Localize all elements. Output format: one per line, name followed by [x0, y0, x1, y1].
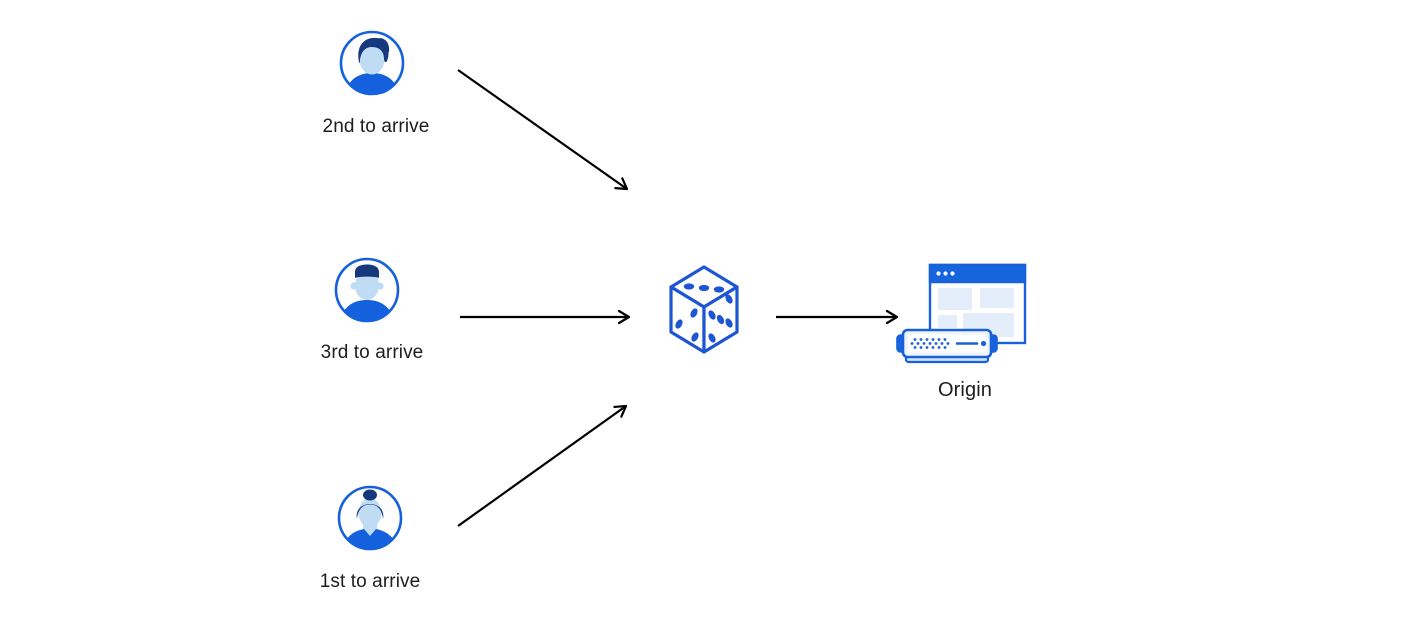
node-visitor-second — [339, 30, 405, 101]
arrow-second-to-dice — [457, 69, 629, 191]
dice-icon — [669, 265, 739, 354]
arrow-first-to-dice — [457, 404, 628, 527]
server-vent-dots — [910, 338, 950, 349]
person-avatar-icon — [337, 485, 403, 551]
origin-server-icon — [896, 263, 1027, 364]
label-origin: Origin — [938, 379, 992, 401]
person-avatar-icon — [339, 30, 405, 96]
person-avatar-icon — [334, 257, 400, 323]
node-origin — [893, 258, 1033, 373]
node-random-selector — [666, 264, 742, 361]
node-visitor-third — [334, 257, 400, 328]
label-visitor-third: 3rd to arrive — [320, 342, 424, 363]
label-visitor-second: 2nd to arrive — [322, 116, 430, 137]
node-visitor-first — [337, 485, 403, 556]
label-visitor-first: 1st to arrive — [319, 571, 421, 592]
